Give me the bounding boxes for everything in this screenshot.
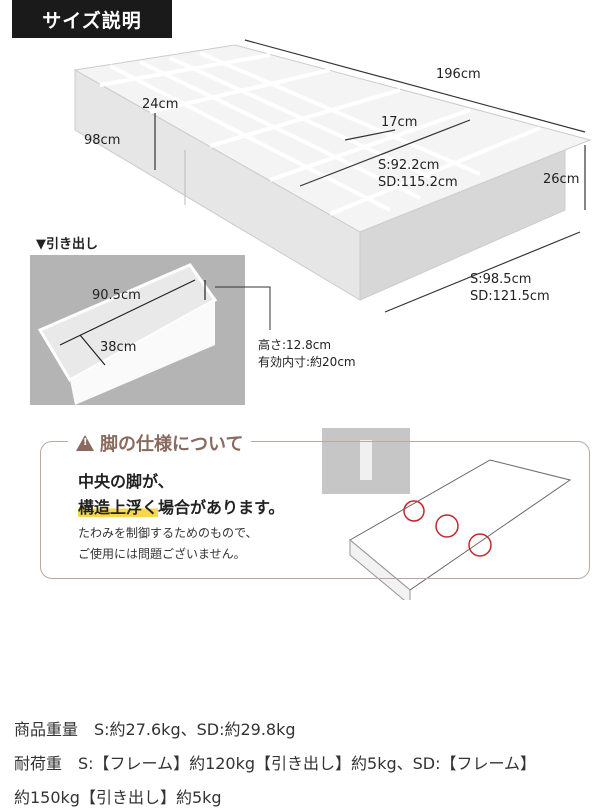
outer-sd-label: SD:121.5cm [470,289,550,304]
notice-note1: たわみを制御するためのもので、 [78,526,258,540]
drawer-height-label: 高さ:12.8cm [258,338,332,352]
bed-diagram [30,39,592,600]
spec-load-2: 約150kg【引き出し】約5kg [14,788,222,807]
inner-s-label: S:92.2cm [378,158,440,173]
inner-sd-label: SD:115.2cm [378,175,458,190]
spec-weight: 商品重量 S:約27.6kg、SD:約29.8kg [14,720,296,739]
length-label: 196cm [436,67,481,82]
outer-s-label: S:98.5cm [470,272,532,287]
drawer-length-label: 90.5cm [92,288,141,303]
spec-load-1: 耐荷重 S:【フレーム】約120kg【引き出し】約5kg、SD:【フレーム】 [14,754,537,773]
dimension-lines [154,39,586,313]
slat-gap-label: 17cm [381,115,418,130]
notice-box [40,441,590,579]
warning-icon [76,435,94,451]
height-label: 26cm [543,172,580,187]
drawer-width-label: 38cm [100,340,137,355]
drawer-inner-height-label: 有効内寸:約20cm [258,355,356,369]
notice-title: 脚の仕様について [68,430,252,456]
drawer-depth-label: 24cm [142,97,179,112]
section-title: サイズ説明 [12,0,172,38]
drawer-title: ▼引き出し [36,237,98,252]
notice-line1: 中央の脚が、 [78,472,174,491]
bed-front [359,149,566,301]
notice-line2: 構造上浮く場合があります。 [78,498,285,517]
bed-slats [99,51,541,216]
width-label: 98cm [84,133,121,148]
leg-circles [403,500,492,557]
notice-note2: ご使用には問題ございません。 [78,547,246,561]
